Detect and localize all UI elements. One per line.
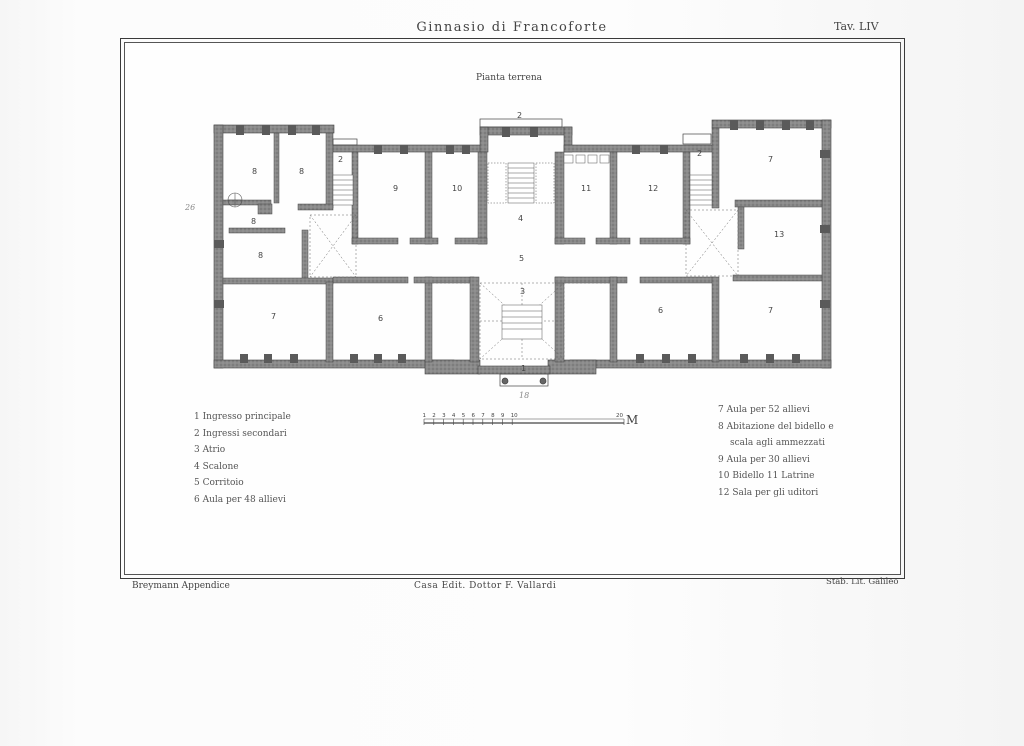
scale-tick-label: 9 (501, 413, 505, 419)
scale-tick-label: 6 (472, 413, 476, 419)
scale-end-label: 20 (616, 413, 623, 419)
room-label-8c: 8 (251, 217, 256, 226)
room-label-3: 3 (520, 287, 525, 296)
room-label-5: 5 (519, 254, 524, 263)
legend-item: 4 Scalone (194, 461, 239, 472)
scale-tick-label: 3 (442, 413, 446, 419)
room-labels: 8 8 8 8 2 9 10 2 4 11 12 2 7 13 5 3 7 6 … (251, 111, 784, 373)
legend-right: 7 Aula per 52 allievi 8 Abitazione del b… (718, 402, 834, 501)
room-label-2-right: 2 (697, 149, 702, 158)
scale-tick-label: 10 (511, 413, 518, 419)
legend-item: 2 Ingressi secondari (194, 428, 287, 439)
room-label-12: 12 (648, 184, 658, 193)
plate-title: Ginnasio di Francoforte (416, 20, 608, 35)
scale-tick-label: 7 (481, 413, 485, 419)
scale-tick-label: 4 (452, 413, 456, 419)
room-label-4: 4 (518, 214, 523, 223)
room-label-11: 11 (581, 184, 591, 193)
window-piers (214, 120, 830, 363)
side-stairs (332, 174, 713, 206)
interior-walls (222, 127, 823, 363)
legend-item: 12 Sala per gli uditori (718, 487, 819, 498)
footer-right: Stab. Lit. Galileo (826, 577, 899, 587)
room-label-6-left: 6 (378, 314, 383, 323)
legend-item: 8 Abitazione del bidello e (718, 421, 834, 432)
room-label-13: 13 (774, 230, 784, 239)
room-label-1: 1 (521, 364, 526, 373)
room-label-9: 9 (393, 184, 398, 193)
legend-item: 10 Bidello 11 Latrine (718, 471, 815, 481)
entrance-porches (332, 118, 712, 387)
scale-tick-label: 5 (462, 413, 466, 419)
room-label-6-right: 6 (658, 306, 663, 315)
scale-unit: M (626, 413, 638, 427)
room-label-8b: 8 (299, 167, 304, 176)
room-label-7-top-right: 7 (768, 155, 773, 164)
main-staircase (487, 162, 555, 340)
scale-tick-label: 1 (423, 413, 427, 419)
scale-tick-label: 2 (432, 413, 436, 419)
latrine-fixtures (563, 154, 610, 164)
legend-item: 6 Aula per 48 allievi (194, 494, 286, 505)
footer-left: Breymann Appendice (132, 581, 230, 591)
footer-center: Casa Edit. Dottor F. Vallardi (414, 581, 557, 591)
room-label-7-right: 7 (768, 306, 773, 315)
legend-item: scala agli ammezzati (730, 438, 825, 448)
room-label-2-top: 2 (517, 111, 522, 120)
legend-item: 5 Corritoio (194, 478, 244, 488)
legend-item: 1 Ingresso principale (194, 412, 291, 422)
legend-item: 9 Aula per 30 allievi (718, 454, 810, 465)
plan-subtitle: Pianta terrena (476, 73, 542, 83)
room-label-2-left: 2 (338, 155, 343, 164)
room-label-7-left: 7 (271, 312, 276, 321)
room-label-8d: 8 (258, 251, 263, 260)
legend-item: 7 Aula per 52 allievi (718, 405, 810, 415)
room-label-8a: 8 (252, 167, 257, 176)
pencil-mark-left: 26 (184, 203, 195, 212)
room-label-10: 10 (452, 184, 462, 193)
spiral-stair (227, 192, 243, 208)
plate-number: Tav. LIV (834, 20, 879, 33)
legend-item: 3 Atrio (194, 445, 226, 455)
legend-left: 1 Ingresso principale 2 Ingressi seconda… (194, 409, 291, 508)
pencil-mark-bottom: 18 (519, 391, 529, 400)
scale-tick-label: 8 (491, 413, 495, 419)
